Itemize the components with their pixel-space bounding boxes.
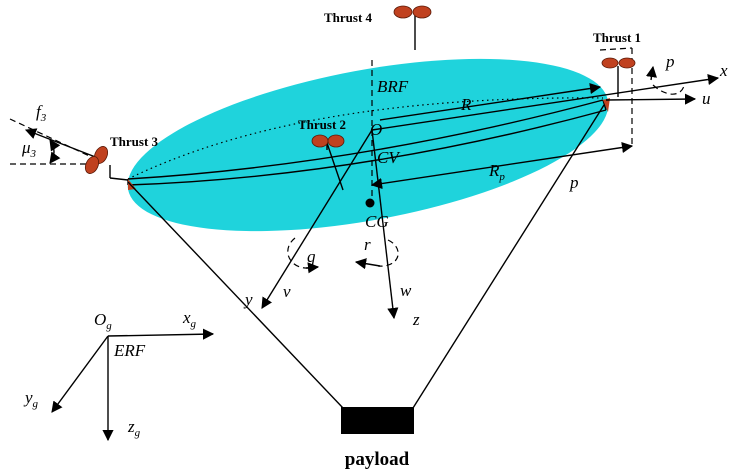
q-rotation-arc — [287, 237, 311, 269]
thrust3-force — [9, 118, 129, 181]
r-rotation-arc — [377, 239, 399, 267]
og-label: Og — [94, 310, 112, 332]
thrust-2-label: Thrust 2 — [298, 117, 346, 132]
body-frame-axes — [261, 10, 720, 320]
y-axis-label: y — [243, 290, 253, 309]
propeller-thrust-4 — [393, 5, 432, 19]
thrust-1-label: Thrust 1 — [593, 30, 641, 45]
q-label: q — [307, 247, 316, 266]
radius-arrow — [379, 82, 602, 121]
x-axis-label: x — [719, 61, 728, 80]
f3-label: f3 — [36, 102, 47, 124]
cg-label: CG — [365, 212, 389, 231]
payload-label: payload — [345, 449, 410, 470]
x-axis-arrow — [371, 73, 720, 131]
earth-frame-axes — [51, 328, 215, 442]
origin-label: O — [370, 120, 382, 139]
w-label: w — [400, 281, 412, 300]
xg-label: xg — [182, 308, 197, 330]
z-axis-arrow — [371, 129, 399, 320]
u-label: u — [702, 89, 711, 108]
suspension-line-left — [127, 181, 344, 409]
propeller-thrust-3 — [84, 146, 109, 174]
brf-label: BRF — [377, 77, 409, 96]
roll-p-label: p — [665, 52, 675, 71]
cv-label: CV — [377, 148, 401, 167]
erf-label: ERF — [113, 341, 146, 360]
p-label: p — [569, 173, 579, 192]
yg-label: yg — [23, 388, 39, 410]
zg-label: zg — [127, 417, 141, 439]
thrust-4-label: Thrust 4 — [324, 10, 373, 25]
v-label: v — [283, 282, 291, 301]
xg-axis-arrow — [107, 328, 215, 340]
yg-axis-arrow — [51, 335, 109, 413]
u-velocity-arrow — [605, 93, 697, 105]
rp-label: Rp — [488, 161, 505, 183]
p-rotation-arc — [652, 84, 685, 95]
mu3-label: μ3 — [21, 138, 37, 160]
propeller-thrust-2 — [311, 134, 345, 150]
payload-box — [341, 407, 414, 434]
thrust-3-label: Thrust 3 — [110, 134, 159, 149]
cg-marker — [365, 198, 375, 208]
y-axis-arrow — [261, 129, 373, 309]
z-axis-label: z — [412, 310, 420, 329]
r-label: r — [364, 235, 371, 254]
rp-arrow — [370, 141, 634, 190]
f3-force-arrow — [24, 128, 99, 159]
propeller-thrust-1 — [601, 57, 636, 97]
radius-label: R — [460, 95, 472, 114]
